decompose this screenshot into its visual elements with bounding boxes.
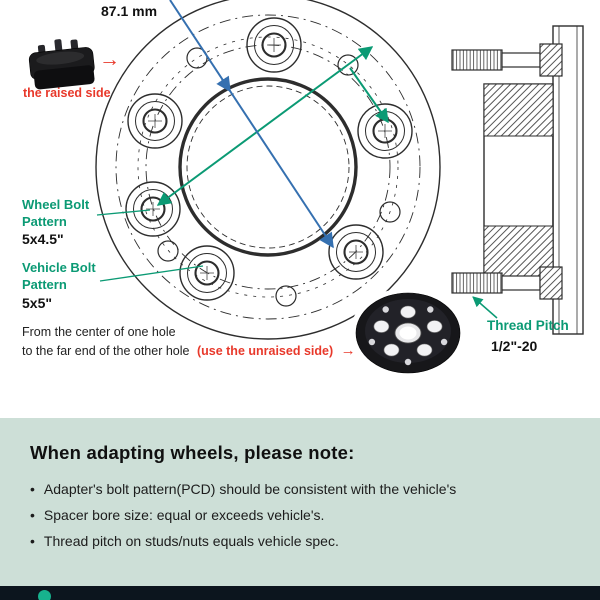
note-bullet-2-text: Spacer bore size: equal or exceeds vehic… <box>43 506 325 523</box>
note-bullet-1: • Adapter's bolt pattern(PCD) should be … <box>30 481 572 497</box>
measure-note-line2: to the far end of the other hole (use th… <box>22 342 356 359</box>
measurement-arrows <box>96 0 498 319</box>
diagram-area: 87.1 mm → the raised side Wheel Bolt Pat… <box>22 0 584 378</box>
raised-side-label: the raised side <box>23 86 111 100</box>
wheel-stud-bottom <box>451 266 563 300</box>
wheel-bolt-pattern-value: 5x4.5" <box>22 231 64 247</box>
product-photo-disc <box>350 288 466 378</box>
thread-pitch-value: 1/2"-20 <box>491 338 538 354</box>
note-panel: When adapting wheels, please note: • Ada… <box>0 418 600 586</box>
unraised-side-arrow-icon: → <box>340 342 356 359</box>
stud-hole <box>157 240 179 262</box>
bolt-hole <box>125 181 181 237</box>
wheel-pattern-measure-arrow <box>156 46 374 206</box>
technical-diagram <box>28 0 584 378</box>
note-bullet-3-text: Thread pitch on studs/nuts equals vehicl… <box>43 532 339 549</box>
wheel-stud-top <box>451 43 563 77</box>
thread-pitch-leader-line <box>472 296 498 319</box>
measure-note-line2-text: to the far end of the other hole <box>22 344 190 358</box>
bolt-hole <box>127 93 183 149</box>
note-heading: When adapting wheels, please note: <box>30 442 355 463</box>
thread-pitch-label: Thread Pitch <box>487 318 569 333</box>
vehicle-bolt-pattern-label: Vehicle Bolt Pattern <box>22 260 96 292</box>
center-bore <box>178 77 358 257</box>
note-bullet-1-text: Adapter's bolt pattern(PCD) should be co… <box>43 481 457 497</box>
cross-section-drawing <box>451 25 584 335</box>
vehicle-bolt-pattern-value: 5x5" <box>22 295 52 311</box>
adapter-face-drawing <box>95 0 441 340</box>
bolt-hole <box>357 103 413 159</box>
bullet-icon: • <box>30 532 35 549</box>
bolt-hole <box>328 224 384 280</box>
brand-dot-icon <box>38 590 51 600</box>
note-bullet-3: • Thread pitch on studs/nuts equals vehi… <box>30 532 572 549</box>
bore-measure-arrowhead-mid <box>216 75 231 93</box>
bullet-icon: • <box>30 481 35 497</box>
footer-band <box>0 586 600 600</box>
note-bullet-2: • Spacer bore size: equal or exceeds veh… <box>30 506 572 523</box>
note-list: • Adapter's bolt pattern(PCD) should be … <box>30 481 572 549</box>
lug-holes <box>125 17 413 301</box>
stud-hole <box>275 285 297 307</box>
bore-measure-arrow <box>169 0 334 249</box>
product-photo-spacer <box>28 39 95 90</box>
bullet-icon: • <box>30 506 35 523</box>
wheel-bolt-pattern-label: Wheel Bolt Pattern <box>22 197 90 229</box>
adapter-body-section <box>483 83 554 279</box>
bolt-hole <box>246 17 302 73</box>
vehicle-pattern-leader-line <box>99 265 204 282</box>
bore-diameter-label: 87.1 mm <box>101 3 158 19</box>
bolt-hole <box>179 245 235 301</box>
stud-hole <box>379 201 401 223</box>
raised-side-arrow-icon: → <box>99 48 120 71</box>
wheel-pattern-leader-line <box>96 209 151 216</box>
measure-note-line1: From the center of one hole <box>22 325 176 339</box>
measure-note-highlight: (use the unraised side) <box>196 344 334 358</box>
wheel-pattern-measure-arrow-2 <box>349 67 389 124</box>
